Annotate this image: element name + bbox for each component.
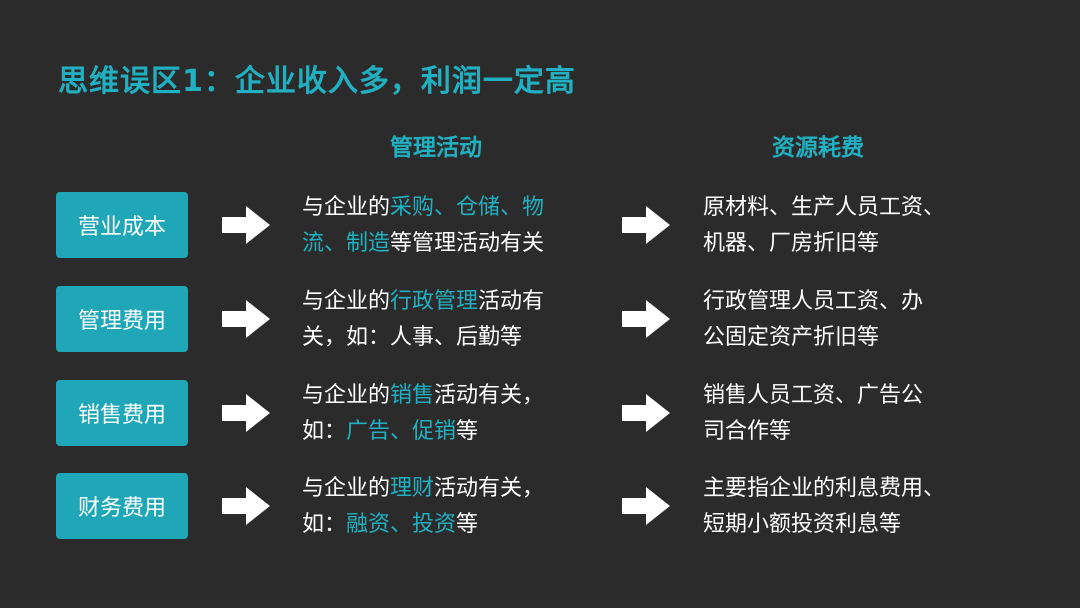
expense-row: 营业成本与企业的采购、仓储、物流、制造等管理活动有关原材料、生产人员工资、机器、… xyxy=(0,192,1080,262)
resource-consumption-line: 行政管理人员工资、办 xyxy=(703,289,924,314)
activity-text: 与企业的 xyxy=(302,383,391,408)
right-arrow-icon xyxy=(622,487,670,525)
management-activity-line: 与企业的采购、仓储、物 xyxy=(302,190,602,226)
activity-text: 等管理活动有关 xyxy=(390,231,545,256)
resource-consumption-line: 销售人员工资、广告公 xyxy=(703,383,924,408)
highlighted-activity: 采购、仓储、物 xyxy=(390,195,545,220)
expense-category-badge: 财务费用 xyxy=(56,473,188,539)
resource-consumption-line: 短期小额投资利息等 xyxy=(703,512,902,537)
activity-text: 与企业的 xyxy=(302,476,391,501)
highlighted-activity: 流、制造 xyxy=(302,231,391,256)
expense-category-badge: 销售费用 xyxy=(56,380,188,446)
activity-text: 等 xyxy=(456,419,479,444)
resource-consumption-text: 行政管理人员工资、办公固定资产折旧等 xyxy=(703,284,993,356)
highlighted-activity: 融资、投资 xyxy=(346,512,457,537)
resource-consumption-text: 主要指企业的利息费用、短期小额投资利息等 xyxy=(703,471,993,543)
column-header-resources: 资源耗费 xyxy=(772,135,864,161)
right-arrow-icon xyxy=(622,394,670,432)
activity-text: 如： xyxy=(302,512,347,537)
management-activity-line: 如：广告、促销等 xyxy=(302,414,602,450)
activity-text: 与企业的 xyxy=(302,289,391,314)
activity-text: 关，如：人事、后勤等 xyxy=(302,325,523,350)
activity-text: 活动有关， xyxy=(434,383,545,408)
resource-consumption-text: 销售人员工资、广告公司合作等 xyxy=(703,378,993,450)
management-activity-line: 与企业的理财活动有关， xyxy=(302,471,602,507)
slide-title: 思维误区1：企业收入多，利润一定高 xyxy=(58,64,576,99)
expense-category-badge: 营业成本 xyxy=(56,192,188,258)
management-activity-text: 与企业的采购、仓储、物流、制造等管理活动有关 xyxy=(302,190,602,262)
expense-row: 销售费用与企业的销售活动有关，如：广告、促销等销售人员工资、广告公司合作等 xyxy=(0,380,1080,450)
highlighted-activity: 行政管理 xyxy=(390,289,479,314)
management-activity-line: 流、制造等管理活动有关 xyxy=(302,226,602,262)
expense-row: 管理费用 与企业的行政管理活动有关，如：人事、后勤等 行政管理人员工资、办公固定资产… xyxy=(0,286,1080,356)
management-activity-text: 与企业的销售活动有关，如：广告、促销等 xyxy=(302,378,602,450)
right-arrow-icon xyxy=(622,300,670,338)
activity-text: 如： xyxy=(302,419,347,444)
resource-consumption-line: 公固定资产折旧等 xyxy=(703,325,880,350)
management-activity-line: 与企业的销售活动有关， xyxy=(302,378,602,414)
management-activity-text: 与企业的行政管理活动有关，如：人事、后勤等 xyxy=(302,284,602,356)
management-activity-text: 与企业的理财活动有关，如：融资、投资等 xyxy=(302,471,602,543)
highlighted-activity: 理财 xyxy=(390,476,435,501)
activity-text: 与企业的 xyxy=(302,195,391,220)
management-activity-line: 关，如：人事、后勤等 xyxy=(302,320,602,356)
right-arrow-icon xyxy=(222,487,270,525)
right-arrow-icon xyxy=(222,300,270,338)
right-arrow-icon xyxy=(222,206,270,244)
resource-consumption-line: 主要指企业的利息费用、 xyxy=(703,476,946,501)
resource-consumption-line: 原材料、生产人员工资、 xyxy=(703,195,946,220)
right-arrow-icon xyxy=(222,394,270,432)
activity-text: 活动有关， xyxy=(434,476,545,501)
management-activity-line: 与企业的行政管理活动有 xyxy=(302,284,602,320)
expense-category-badge: 管理费用 xyxy=(56,286,188,352)
activity-text: 活动有 xyxy=(478,289,545,314)
column-header-management: 管理活动 xyxy=(390,135,482,161)
highlighted-activity: 销售 xyxy=(390,383,435,408)
management-activity-line: 如：融资、投资等 xyxy=(302,507,602,543)
resource-consumption-line: 司合作等 xyxy=(703,419,792,444)
resource-consumption-text: 原材料、生产人员工资、机器、厂房折旧等 xyxy=(703,190,993,262)
right-arrow-icon xyxy=(622,206,670,244)
resource-consumption-line: 机器、厂房折旧等 xyxy=(703,231,880,256)
highlighted-activity: 广告、促销 xyxy=(346,419,457,444)
expense-row: 财务费用与企业的理财活动有关，如：融资、投资等主要指企业的利息费用、短期小额投资… xyxy=(0,473,1080,543)
activity-text: 等 xyxy=(456,512,479,537)
